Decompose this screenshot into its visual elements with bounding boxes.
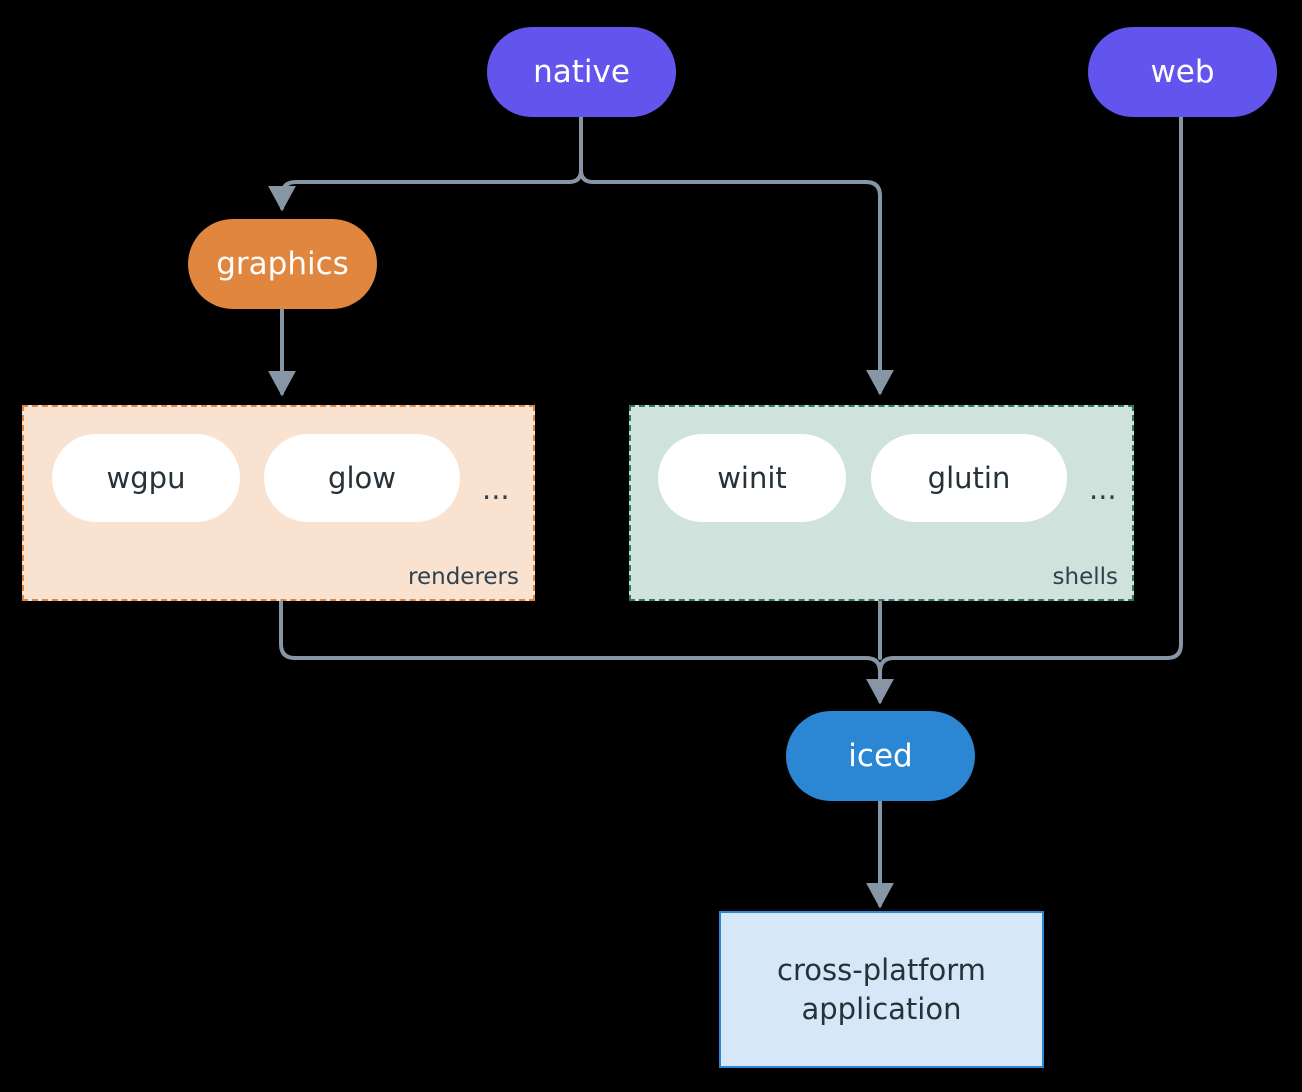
node-cross-platform-application[interactable]: cross-platform application	[719, 911, 1044, 1068]
node-web[interactable]: web	[1088, 27, 1277, 117]
node-iced[interactable]: iced	[786, 711, 975, 801]
edge-renderers-iced	[279, 599, 894, 705]
chip-glutin[interactable]: glutin	[871, 434, 1067, 522]
node-web-label: web	[1150, 53, 1215, 90]
node-graphics[interactable]: graphics	[188, 219, 377, 309]
shells-overflow-ellipsis: ...	[1089, 472, 1117, 506]
renderers-overflow-ellipsis: ...	[482, 472, 510, 506]
group-renderers-label: renderers	[408, 564, 519, 590]
node-native-label: native	[533, 53, 630, 90]
node-native[interactable]: native	[487, 27, 676, 117]
node-iced-label: iced	[848, 737, 913, 774]
chip-winit-label: winit	[717, 461, 787, 495]
group-shells: winit glutin ... shells	[629, 405, 1134, 601]
edge-native-bus	[579, 115, 894, 396]
group-shells-label: shells	[1052, 564, 1118, 590]
chip-glow[interactable]: glow	[264, 434, 460, 522]
edge-native-graphics	[268, 168, 583, 212]
application-label-line2: application	[801, 991, 962, 1026]
chip-wgpu-label: wgpu	[106, 461, 186, 495]
chip-glutin-label: glutin	[927, 461, 1011, 495]
group-renderers: wgpu glow ... renderers	[22, 405, 535, 601]
chip-wgpu[interactable]: wgpu	[52, 434, 240, 522]
node-graphics-label: graphics	[216, 245, 349, 282]
chip-glow-label: glow	[328, 461, 396, 495]
application-label-line1: cross-platform	[777, 953, 986, 988]
chip-winit[interactable]: winit	[658, 434, 846, 522]
